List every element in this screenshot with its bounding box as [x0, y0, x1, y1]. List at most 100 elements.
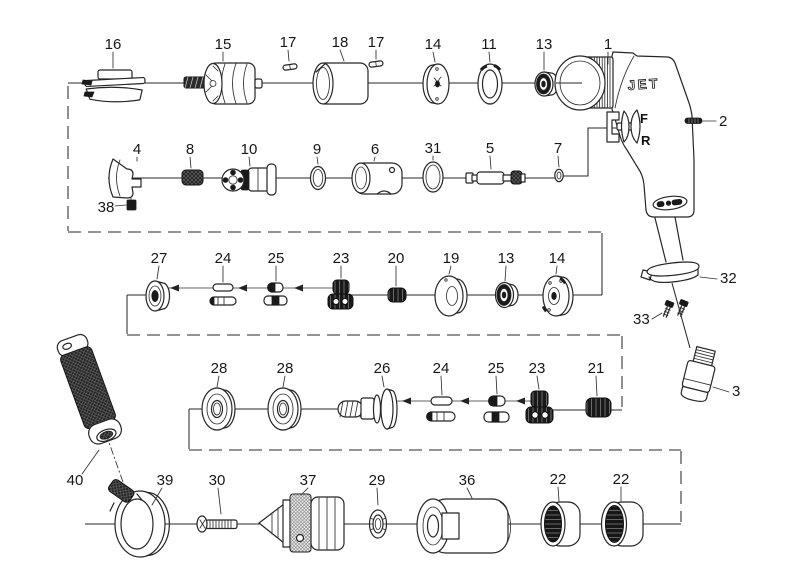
callout-13-mid: 13: [498, 250, 515, 282]
callout-39: 39: [151, 472, 174, 506]
part-33-screws: [662, 282, 691, 349]
svg-text:24: 24: [215, 250, 232, 267]
svg-text:14: 14: [425, 36, 442, 53]
svg-text:7: 7: [554, 140, 562, 157]
svg-text:9: 9: [313, 141, 321, 158]
svg-text:25: 25: [268, 250, 285, 267]
svg-text:27: 27: [151, 250, 168, 267]
svg-text:19: 19: [443, 250, 460, 267]
part-fr-valve-lever: F R: [606, 109, 651, 148]
svg-text:24: 24: [433, 360, 450, 377]
callout-9: 9: [313, 141, 321, 165]
part-23-planet-gear-low: [525, 390, 554, 424]
svg-text:38: 38: [98, 199, 115, 216]
part-27-bearing: [145, 280, 171, 312]
svg-text:15: 15: [215, 36, 232, 53]
callout-18: 18: [332, 34, 349, 62]
callout-6: 6: [371, 141, 379, 162]
svg-text:18: 18: [332, 34, 349, 51]
handle-label-oval: [652, 195, 688, 211]
part-19-gear-carrier: [434, 275, 468, 317]
part-11-retaining-ring: [477, 63, 503, 105]
svg-text:13: 13: [536, 36, 553, 53]
part-17-pin-b: [368, 60, 384, 68]
svg-text:20: 20: [388, 250, 405, 267]
part-37-drill-chuck: [258, 493, 345, 553]
svg-text:10: 10: [241, 141, 258, 158]
part-20-sun-gear: [387, 287, 407, 303]
part-30-screw: [196, 515, 238, 533]
svg-text:23: 23: [529, 360, 546, 377]
part-7-o-ring: [554, 168, 564, 183]
callout-28-b: 28: [277, 360, 294, 388]
part-8-spring: [181, 169, 204, 186]
callout-16: 16: [105, 36, 122, 69]
svg-text:22: 22: [550, 471, 567, 488]
callout-21: 21: [588, 360, 604, 397]
callout-17-a: 17: [280, 34, 297, 62]
callout-36: 36: [459, 472, 476, 499]
svg-text:33: 33: [633, 311, 650, 328]
part-14-end-plate-a: [422, 63, 450, 105]
part-39-clamp-ring: [108, 479, 170, 558]
svg-text:11: 11: [481, 36, 497, 53]
part-32-flange: [640, 261, 700, 284]
part-25-planet-roller-low: [483, 395, 510, 423]
callout-27: 27: [151, 250, 168, 280]
forward-marking: F: [640, 111, 648, 126]
part-9-o-ring: [309, 165, 327, 191]
part-21-drive-gear: [585, 397, 612, 418]
part-40-side-handle-grip: [56, 333, 124, 483]
part-24-planet-pin-mid: [209, 283, 237, 306]
part-13-bearing-mid: [494, 281, 519, 309]
part-38-valve-key: [126, 199, 137, 211]
svg-text:16: 16: [105, 36, 122, 53]
part-22-ring-gear-a: [540, 501, 581, 547]
svg-text:23: 23: [333, 250, 350, 267]
part-28-bearing-a: [201, 387, 236, 431]
part-1-drill-body: JET F R: [554, 51, 695, 263]
callout-29: 29: [369, 472, 385, 506]
svg-text:22: 22: [613, 471, 630, 488]
part-22-ring-gear-b: [600, 501, 644, 547]
part-23-planet-gear-mid: [327, 279, 354, 310]
svg-text:2: 2: [719, 113, 727, 130]
part-24-planet-pin-low: [426, 396, 456, 422]
callout-23-low: 23: [529, 360, 546, 390]
svg-text:17: 17: [280, 34, 297, 51]
svg-text:26: 26: [374, 360, 391, 377]
callout-32: 32: [699, 270, 737, 287]
svg-text:31: 31: [425, 140, 442, 157]
callout-14-mid: 14: [549, 250, 565, 275]
part-18-cylinder: [312, 62, 369, 105]
part-26-spindle: [337, 388, 398, 430]
part-2-set-screw: [684, 117, 703, 124]
svg-text:6: 6: [371, 141, 379, 158]
part-28-bearing-b: [267, 387, 302, 431]
svg-text:28: 28: [211, 360, 228, 377]
callout-30: 30: [209, 472, 225, 515]
part-29-washer: [368, 509, 388, 539]
callout-40: 40: [67, 449, 100, 489]
svg-text:25: 25: [488, 360, 505, 377]
svg-text:13: 13: [498, 250, 515, 267]
svg-text:8: 8: [186, 141, 194, 158]
svg-text:3: 3: [732, 383, 740, 400]
svg-text:4: 4: [133, 141, 141, 158]
callout-20: 20: [388, 250, 405, 287]
callout-2: 2: [702, 113, 727, 130]
callout-22-b: 22: [613, 471, 630, 502]
callout-8: 8: [186, 141, 194, 169]
svg-text:39: 39: [157, 472, 174, 489]
callout-23-mid: 23: [333, 250, 350, 279]
svg-text:28: 28: [277, 360, 294, 377]
svg-text:36: 36: [459, 472, 476, 489]
part-6-valve-sleeve: [351, 162, 403, 195]
callout-7: 7: [554, 140, 562, 168]
callout-1: 1: [604, 36, 612, 65]
callout-10: 10: [241, 141, 258, 167]
part-17-pin-a: [282, 63, 298, 71]
callout-28-a: 28: [211, 360, 228, 388]
